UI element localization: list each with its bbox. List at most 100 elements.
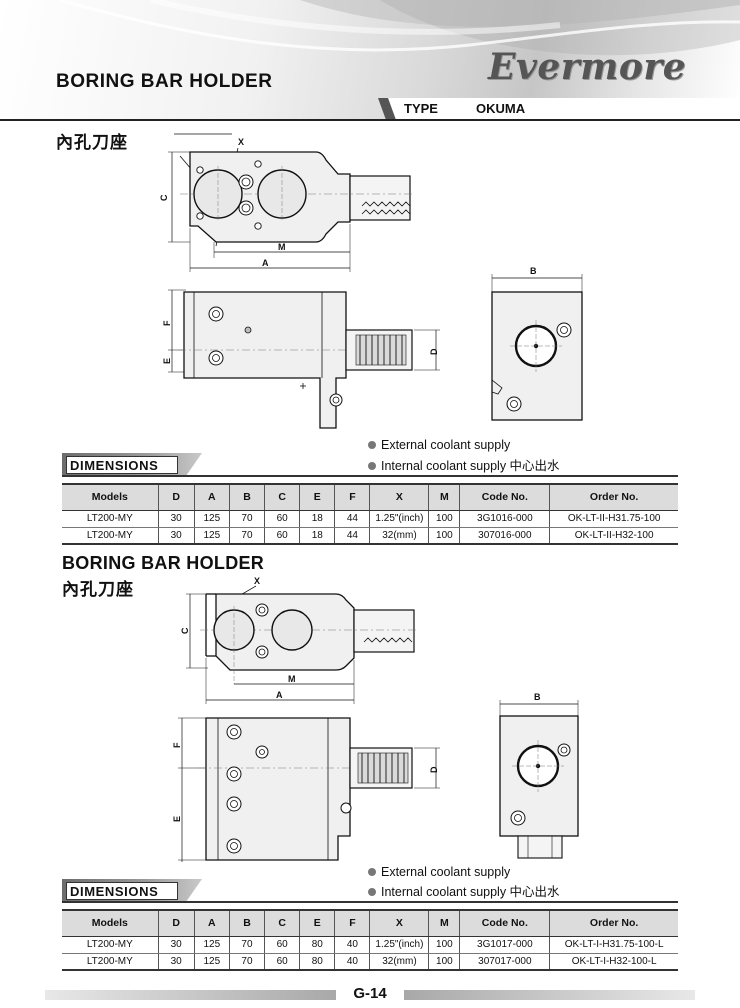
col-header-a: A — [193, 909, 230, 937]
col-header-code-no: Code No. — [459, 909, 550, 937]
s1-dim-d-label: D — [429, 348, 439, 355]
col-header-order-no: Order No. — [549, 483, 678, 511]
cell-c: 60 — [264, 527, 300, 545]
s1-dimensions-tag-box — [66, 456, 178, 474]
cell-a: 125 — [193, 510, 230, 528]
s2-dimensions-table: Models D A B C E F X M Code No. Order No… — [62, 909, 678, 971]
cell-code-no: 3G1017-000 — [459, 936, 550, 954]
cell-m: 100 — [428, 953, 460, 971]
s1-dimensions-tag: DIMENSIONS — [62, 453, 202, 477]
page-title: BORING BAR HOLDER — [56, 71, 273, 92]
cell-d: 30 — [157, 510, 195, 528]
section2-chinese-title: 內孔刀座 — [62, 580, 134, 600]
cell-code-no: 3G1016-000 — [459, 510, 550, 528]
s1-dim-a-label: A — [262, 258, 269, 268]
cell-code-no: 307017-000 — [459, 953, 550, 971]
s2-note-bullet-icon — [368, 868, 376, 876]
cell-x: 32(mm) — [369, 953, 429, 971]
cell-e: 18 — [299, 510, 335, 528]
section2-end-view-drawing: B — [499, 692, 579, 859]
s1-note-external-coolant: External coolant supply — [368, 438, 510, 452]
cell-order-no: OK-LT-II-H32-100 — [549, 527, 678, 545]
cell-x: 1.25"(inch) — [369, 510, 429, 528]
col-header-models: Models — [62, 483, 159, 511]
cell-e: 80 — [299, 953, 335, 971]
cell-m: 100 — [428, 936, 460, 954]
s2-dim-m-label: M — [288, 674, 296, 684]
cell-d: 30 — [157, 936, 195, 954]
col-header-x: X — [369, 483, 429, 511]
cell-f: 44 — [334, 510, 370, 528]
cell-f: 44 — [334, 527, 370, 545]
table-row: LT200-MY 30 125 70 60 80 40 32(mm) 100 3… — [62, 953, 678, 971]
s2-dim-x-label: X — [254, 576, 260, 586]
col-header-models: Models — [62, 909, 159, 937]
s1-dim-b-label: B — [530, 266, 537, 276]
table-row: LT200-MY 30 125 70 60 18 44 32(mm) 100 3… — [62, 527, 678, 545]
col-header-m: M — [428, 483, 460, 511]
type-bar-background — [378, 98, 740, 120]
col-header-d: D — [157, 909, 195, 937]
col-header-a: A — [193, 483, 230, 511]
col-header-order-no: Order No. — [549, 909, 678, 937]
s1-note-internal-coolant: Internal coolant supply 中心出水 — [368, 455, 560, 474]
s2-dimensions-rule — [62, 901, 678, 903]
s1-dim-f-label: F — [162, 320, 172, 326]
cell-a: 125 — [193, 936, 230, 954]
s2-dim-d-label: D — [429, 766, 439, 773]
cell-f: 40 — [334, 953, 370, 971]
section2-top-view-drawing: X C M A — [180, 576, 416, 704]
s2-dimensions-label: DIMENSIONS — [70, 884, 159, 899]
s2-note-internal-coolant: Internal coolant supply 中心出水 — [368, 881, 560, 900]
table-row: LT200-MY 30 125 70 60 18 44 1.25"(inch) … — [62, 510, 678, 528]
cell-m: 100 — [428, 510, 460, 528]
s2-dim-c-label: C — [180, 627, 190, 634]
cell-b: 70 — [228, 953, 265, 971]
cell-x: 32(mm) — [369, 527, 429, 545]
cell-x: 1.25"(inch) — [369, 936, 429, 954]
header-swoosh-graphic — [59, 0, 740, 56]
s2-dim-e-label: E — [172, 816, 182, 822]
cell-d: 30 — [157, 527, 195, 545]
cell-e: 80 — [299, 936, 335, 954]
cell-model: LT200-MY — [62, 527, 159, 545]
cell-e: 18 — [299, 527, 335, 545]
col-header-f: F — [334, 909, 370, 937]
cell-a: 125 — [193, 527, 230, 545]
table-header-row: Models D A B C E F X M Code No. Order No… — [62, 909, 678, 937]
col-header-e: E — [299, 909, 335, 937]
table-row: LT200-MY 30 125 70 60 80 40 1.25"(inch) … — [62, 936, 678, 954]
s1-dimensions-rule — [62, 475, 678, 477]
col-header-c: C — [264, 909, 300, 937]
evermore-logo: Evermore — [488, 46, 687, 88]
col-header-f: F — [334, 483, 370, 511]
section1-top-view-drawing: X C M A — [159, 133, 412, 272]
s1-note-internal-text: Internal coolant supply 中心出水 — [381, 459, 560, 473]
cell-m: 100 — [428, 527, 460, 545]
s2-dimensions-tag: DIMENSIONS — [62, 879, 202, 903]
s1-note-bullet-icon — [368, 462, 376, 470]
section1-end-view-drawing: B — [491, 266, 583, 421]
s1-dim-c-label: C — [159, 194, 169, 201]
cell-order-no: OK-LT-I-H31.75-100-L — [549, 936, 678, 954]
s2-note-bullet-icon — [368, 888, 376, 896]
cell-c: 60 — [264, 953, 300, 971]
s1-dimensions-label: DIMENSIONS — [70, 458, 159, 473]
table-header-row: Models D A B C E F X M Code No. Order No… — [62, 483, 678, 511]
cell-order-no: OK-LT-II-H31.75-100 — [549, 510, 678, 528]
page-number: G-14 — [336, 985, 404, 1005]
s2-dim-f-label: F — [172, 742, 182, 748]
cell-c: 60 — [264, 510, 300, 528]
s1-dim-x-label: X — [238, 137, 244, 147]
cell-b: 70 — [228, 510, 265, 528]
section1-chinese-title: 內孔刀座 — [56, 133, 128, 153]
cell-model: LT200-MY — [62, 953, 159, 971]
s1-dim-e-label: E — [162, 358, 172, 364]
type-label: TYPE — [404, 101, 438, 116]
cell-f: 40 — [334, 936, 370, 954]
col-header-e: E — [299, 483, 335, 511]
section2-side-view-drawing: F E D — [172, 717, 440, 862]
type-value: OKUMA — [476, 101, 526, 116]
s1-note-bullet-icon — [368, 441, 376, 449]
s2-dim-b-label: B — [534, 692, 541, 702]
